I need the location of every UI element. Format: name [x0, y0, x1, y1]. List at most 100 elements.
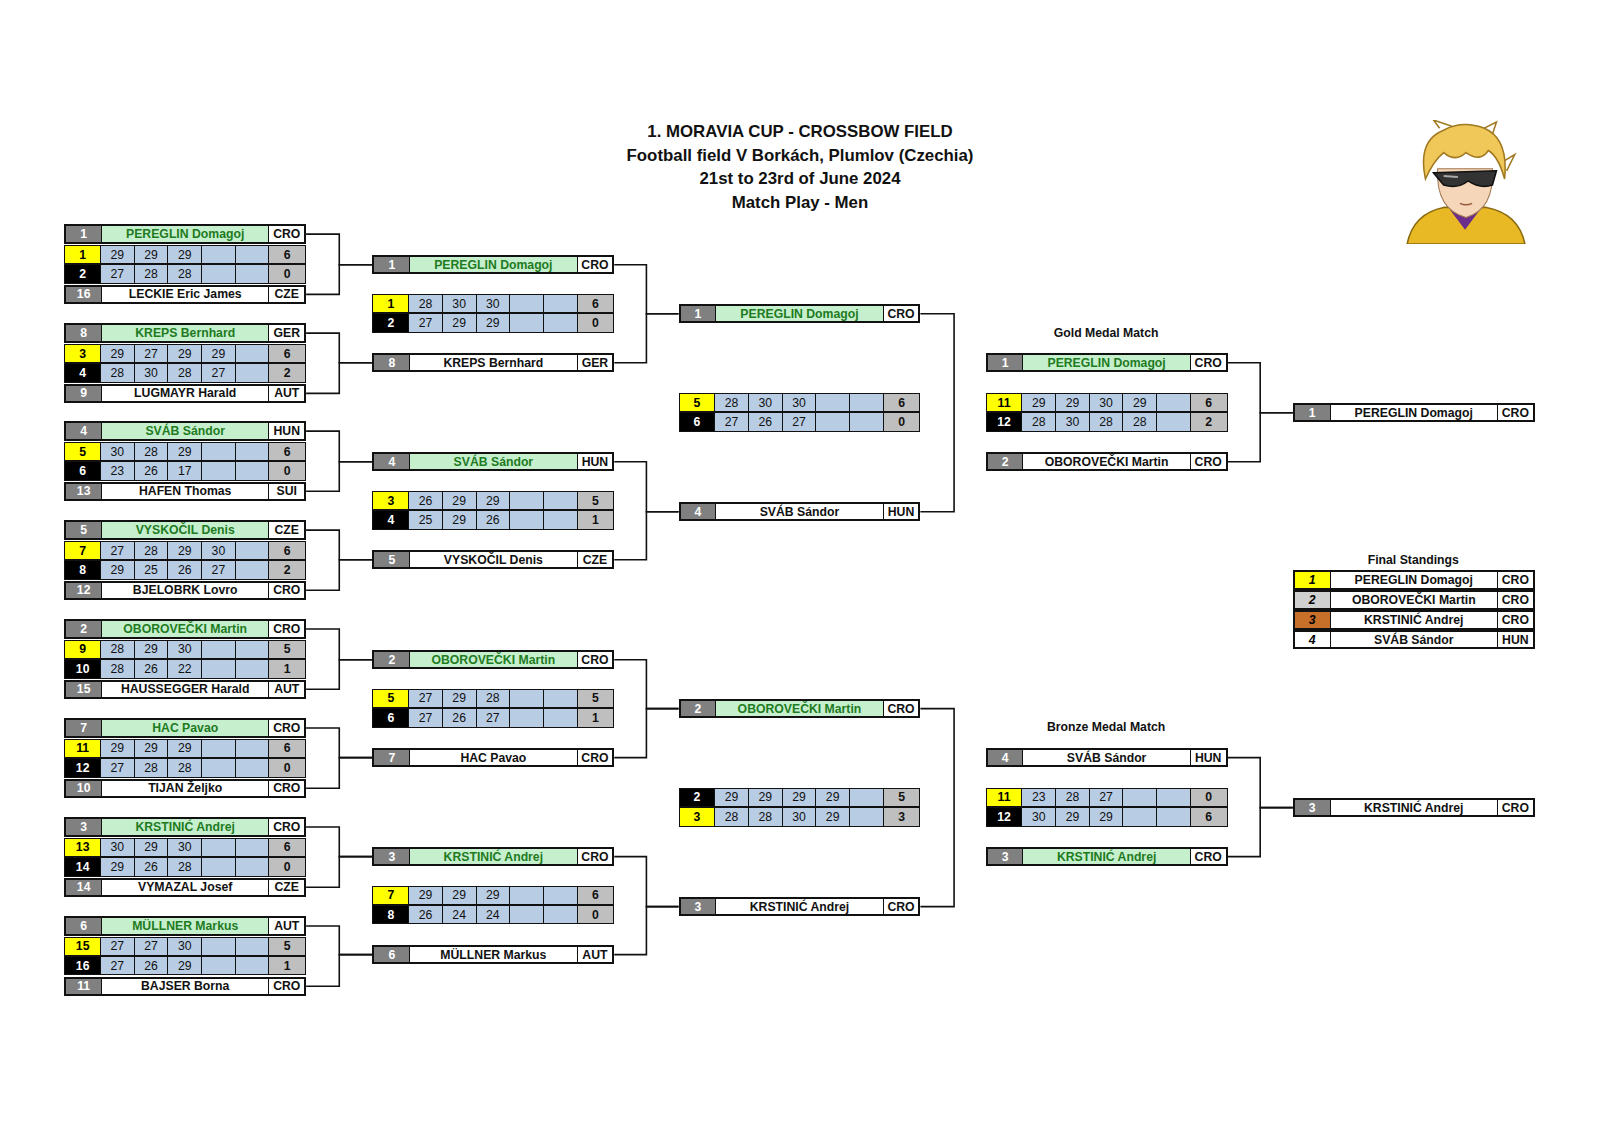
end-score: 28	[1099, 415, 1113, 429]
bracket-connector	[306, 926, 372, 955]
country-code: CRO	[1502, 593, 1529, 607]
seed-number: 5	[80, 523, 87, 537]
seed-number: 16	[77, 287, 91, 301]
score-cell: 28	[101, 641, 135, 658]
end-score: 29	[452, 494, 466, 508]
match-number: 4	[387, 513, 394, 527]
avatar-illustration	[1399, 120, 1531, 244]
score-cell: 29	[168, 957, 202, 974]
name-cell: KRSTINIĆ Andrej	[1331, 800, 1497, 815]
athlete-name: LECKIE Eric James	[129, 287, 242, 301]
end-score: 29	[111, 347, 125, 361]
score-cell: 28	[101, 364, 135, 381]
match-number: 14	[76, 860, 90, 874]
name-cell: PEREGLIN Domagoj	[1331, 405, 1497, 420]
seed-cell: 2	[374, 652, 410, 667]
country-cell: CRO	[1190, 355, 1226, 370]
score-row: 3292729296	[64, 344, 306, 363]
end-score: 28	[1032, 415, 1046, 429]
player-box: 4SVÁB SándorHUN	[372, 452, 614, 471]
score-row: 52830306	[679, 393, 921, 412]
seed-cell: 4	[681, 504, 717, 519]
seed-number: 15	[77, 682, 91, 696]
score-cell: 26	[135, 858, 169, 875]
match-index: 1	[373, 295, 409, 312]
score-cell	[236, 462, 270, 479]
match-index: 7	[373, 887, 409, 904]
name-cell: SVÁB Sándor	[1023, 750, 1189, 765]
end-score: 24	[452, 908, 466, 922]
score-row: 123029296	[986, 807, 1228, 826]
match-number: 8	[387, 908, 394, 922]
end-score: 29	[178, 248, 192, 262]
match-number: 12	[997, 415, 1011, 429]
end-score: 25	[419, 513, 433, 527]
athlete-name: KRSTINIĆ Andrej	[1057, 850, 1156, 864]
name-cell: OBOROVEČKI Martin	[716, 701, 882, 716]
end-score: 29	[725, 790, 739, 804]
score-cell	[510, 314, 544, 331]
set-points-value: 0	[284, 464, 291, 478]
score-cell: 30	[168, 839, 202, 856]
score-cell: 29	[443, 887, 477, 904]
set-points-value: 0	[592, 316, 599, 330]
bracket-connector	[614, 660, 678, 709]
country-cell: HUN	[1497, 632, 1533, 647]
player-box: 4SVÁB SándorHUN	[64, 421, 306, 440]
seed-number: 6	[388, 948, 395, 962]
match-index: 1	[65, 246, 101, 263]
set-points: 0	[1191, 789, 1227, 806]
country-cell: AUT	[268, 918, 304, 933]
bracket-connector	[306, 728, 372, 758]
score-cell: 29	[1056, 808, 1090, 825]
country-code: HUN	[1195, 751, 1222, 765]
athlete-name: KRSTINIĆ Andrej	[1364, 801, 1463, 815]
athlete-name: VYSKOČIL Denis	[444, 553, 543, 567]
name-cell: KRSTINIĆ Andrej	[1023, 849, 1189, 864]
country-code: HUN	[274, 424, 301, 438]
seed-cell: 16	[66, 287, 102, 302]
score-cell	[544, 492, 578, 509]
name-cell: HAUSSEGGER Harald	[102, 682, 268, 697]
score-row: 162726291	[64, 956, 306, 975]
country-cell: CRO	[1497, 612, 1533, 627]
score-row: 2292929295	[679, 788, 921, 807]
end-score: 30	[792, 810, 806, 824]
score-cell: 27	[101, 542, 135, 559]
country-cell: CRO	[577, 750, 613, 765]
player-box: 2OBOROVEČKI MartinCRO	[64, 619, 306, 638]
score-cell: 30	[202, 542, 236, 559]
set-points: 6	[884, 394, 920, 411]
match-index: 12	[987, 808, 1023, 825]
match-number: 3	[79, 347, 86, 361]
score-cell: 28	[409, 295, 443, 312]
score-cell: 29	[443, 690, 477, 707]
country-code: CRO	[273, 227, 300, 241]
name-cell: KRSTINIĆ Andrej	[102, 819, 268, 834]
country-code: GER	[274, 326, 301, 340]
end-score: 27	[111, 959, 125, 973]
country-code: CRO	[581, 653, 608, 667]
set-points: 6	[578, 295, 614, 312]
match-index: 2	[373, 314, 409, 331]
score-cell: 29	[816, 789, 850, 806]
end-score: 28	[178, 366, 192, 380]
seed-cell: 5	[66, 522, 102, 537]
name-cell: BJELOBRK Lovro	[102, 583, 268, 598]
name-cell: TIJAN Željko	[102, 781, 268, 796]
seed-number: 1	[80, 227, 87, 241]
name-cell: KREPS Bernhard	[410, 355, 576, 370]
seed-cell: 8	[66, 325, 102, 340]
seed-number: 2	[388, 653, 395, 667]
country-code: CRO	[581, 751, 608, 765]
score-cell: 30	[1022, 808, 1056, 825]
athlete-name: VYSKOČIL Denis	[136, 523, 235, 537]
name-cell: BAJSER Borna	[102, 979, 268, 994]
athlete-name: PEREGLIN Domagoj	[1355, 573, 1473, 587]
score-cell: 25	[409, 511, 443, 528]
country-code: CRO	[273, 622, 300, 636]
set-points-value: 5	[284, 642, 291, 656]
name-cell: PEREGLIN Domagoj	[1023, 355, 1189, 370]
match-index: 15	[65, 938, 101, 955]
score-row: 72929296	[372, 886, 614, 905]
